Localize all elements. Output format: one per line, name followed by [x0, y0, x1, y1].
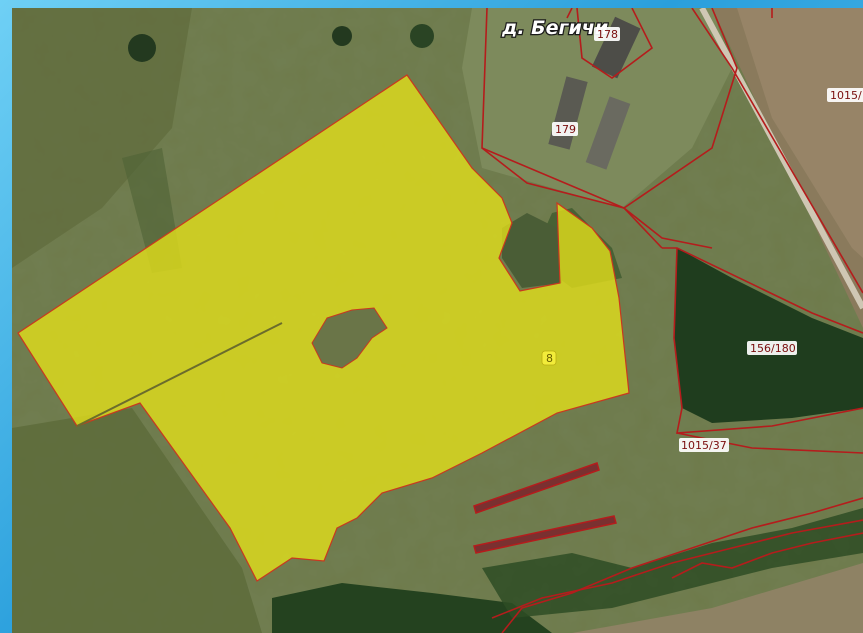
parcel-label-8[interactable]: 8 — [541, 350, 557, 366]
svg-text:1015/: 1015/ — [830, 89, 862, 102]
village-label: д. Бегичи — [501, 17, 608, 39]
parcel-label-179: 179 — [552, 122, 578, 136]
building — [585, 96, 631, 170]
tree-cluster — [128, 34, 156, 62]
ploughed-field-inner — [737, 8, 863, 258]
svg-text:156/180: 156/180 — [750, 342, 796, 355]
cadastral-boundaries — [481, 8, 863, 633]
parcel-label-156-180: 156/180 — [747, 341, 797, 355]
field-strip — [473, 515, 617, 554]
parcel-label-178: 178 — [594, 27, 620, 41]
field-strip — [473, 462, 600, 514]
parcel-label-1015-37: 1015/37 — [679, 438, 729, 452]
meadow-patch — [12, 8, 192, 268]
satellite-map[interactable]: д. Бегичи 178 179 1015/ 156/180 1015/37 — [12, 8, 863, 633]
forest-156-180 — [674, 248, 863, 423]
meadow-patch — [12, 408, 262, 633]
parcel-label-1015-top: 1015/ — [827, 88, 863, 102]
svg-text:1015/37: 1015/37 — [681, 439, 727, 452]
forest-bottom — [272, 583, 552, 633]
svg-text:178: 178 — [597, 28, 618, 41]
svg-text:8: 8 — [546, 352, 553, 365]
svg-text:179: 179 — [555, 123, 576, 136]
road — [699, 8, 863, 310]
village-area — [462, 8, 732, 208]
parcel-8-highlight[interactable] — [17, 74, 630, 582]
forest-hole-patch — [502, 213, 562, 288]
building — [591, 16, 641, 79]
tree-cluster — [410, 24, 434, 48]
tree-cluster — [332, 26, 352, 46]
bottom-field — [572, 563, 863, 633]
